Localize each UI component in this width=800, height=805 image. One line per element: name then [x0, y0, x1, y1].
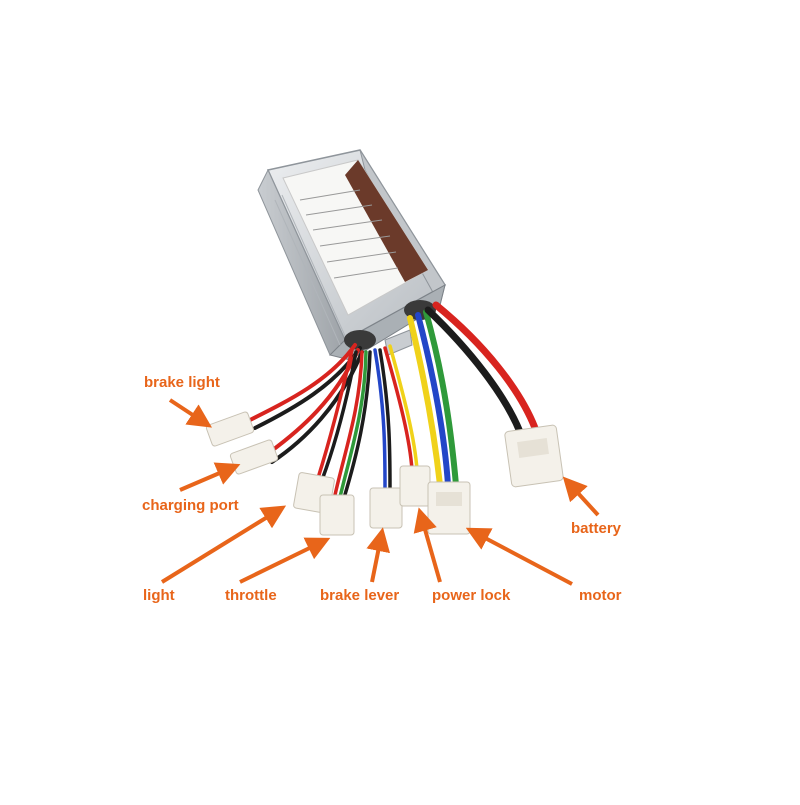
power-lock-connector-icon: [399, 465, 431, 507]
wire-harness: [248, 301, 539, 500]
charging-port-label: charging port: [142, 497, 239, 514]
connectors: [205, 411, 564, 536]
light-label: light: [143, 587, 175, 604]
power-lock-label: power lock: [432, 587, 511, 604]
motor-controller-box-icon: [257, 149, 447, 361]
battery-label: battery: [571, 520, 622, 537]
motor-label: motor: [579, 587, 622, 604]
brake-lever-label: brake lever: [320, 587, 400, 604]
battery-connector-icon: [504, 424, 564, 488]
motor-connector-icon: [427, 481, 471, 535]
brake-light-label: brake light: [144, 374, 220, 391]
label-sticker: [282, 159, 429, 316]
brake-light-connector-icon: [205, 411, 255, 447]
throttle-label: throttle: [225, 587, 277, 604]
brake-lever-connector-icon: [369, 487, 403, 529]
throttle-connector-icon: [319, 494, 355, 536]
callout-arrows: [160, 398, 600, 586]
charging-port-connector-icon: [229, 439, 279, 475]
